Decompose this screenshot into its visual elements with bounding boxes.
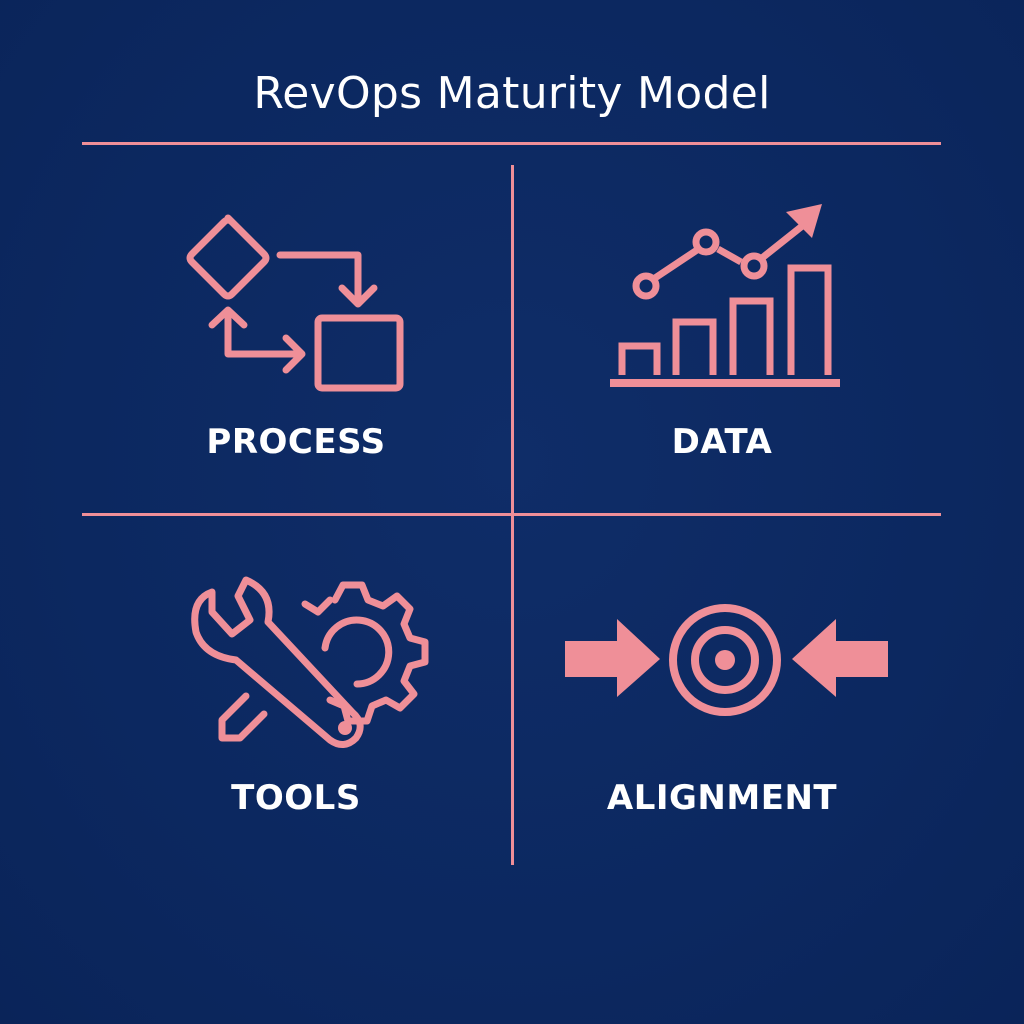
quadrant-process: PROCESS xyxy=(90,160,510,500)
quadrant-tools: TOOLS xyxy=(90,530,510,870)
arrow-right-icon xyxy=(565,619,660,697)
quadrant-label-process: PROCESS xyxy=(206,422,386,462)
growth-chart-icon xyxy=(610,204,840,387)
flowchart-icon xyxy=(186,214,404,392)
target-arrows-icon xyxy=(565,604,888,716)
quadrant-alignment: ALIGNMENT xyxy=(512,530,932,870)
wrench-gear-icon xyxy=(191,576,429,748)
quadrant-label-alignment: ALIGNMENT xyxy=(606,778,838,818)
quadrant-data: DATA xyxy=(512,160,932,500)
arrow-left-icon xyxy=(792,619,888,697)
quadrant-label-tools: TOOLS xyxy=(231,778,361,818)
quadrant-label-data: DATA xyxy=(671,422,773,462)
title-divider xyxy=(82,142,941,145)
page-title: RevOps Maturity Model xyxy=(253,68,771,119)
vertical-grid-divider xyxy=(511,165,514,865)
